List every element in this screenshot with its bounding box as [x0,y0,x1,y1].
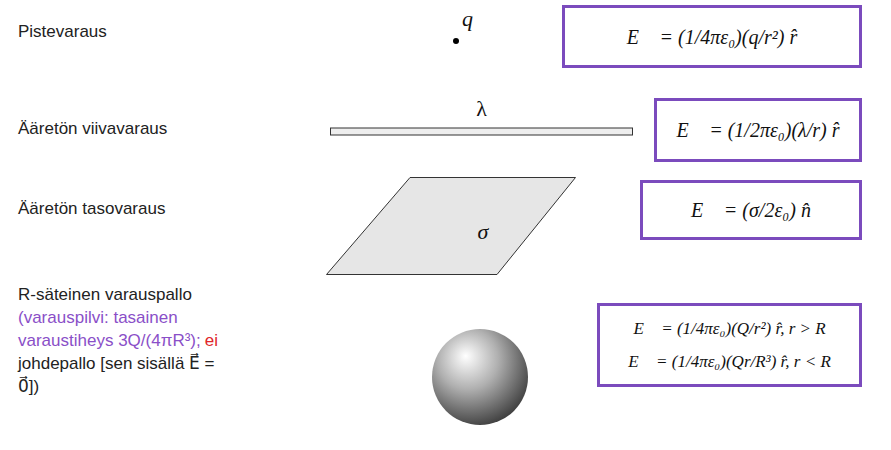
formula-box: E⃗ = (1/2πε₀)(λ/r) r̂ [654,98,862,162]
formula-box: E⃗ = (σ/2ε₀) n̂ [640,180,862,240]
charge-symbol: q [462,6,473,32]
rod-body [331,128,633,135]
charge-symbol: σ [478,219,489,245]
cloud-note: (varauspilvi: tasainen varaustiheys 3Q/(… [18,308,201,350]
field-formula: E⃗ = (1/4πε₀)(q/r²) r̂ [627,24,797,50]
row-label: Pistevaraus [18,22,107,42]
point-charge-dot [453,38,459,44]
field-formula: E⃗ = (1/4πε₀)(Q/r²) r̂, r > R [633,317,825,340]
row-label: R-säteinen varauspallo [18,285,192,304]
field-formula: E⃗ = (σ/2ε₀) n̂ [691,197,811,223]
field-formula: E⃗ = (1/2πε₀)(λ/r) r̂ [676,117,839,143]
sphere-description: R-säteinen varauspallo (varauspilvi: tas… [18,283,240,398]
warning-word: ei [205,331,218,350]
conductor-note: johdepallo [sen sisällä E⃗ = 0⃗]) [18,354,214,396]
formula-box: E⃗ = (1/4πε₀)(q/r²) r̂ [562,5,862,68]
plane-shape [325,176,577,276]
row-label: Ääretön tasovaraus [18,199,165,219]
line-charge: λ [330,96,633,138]
formula-box: E⃗ = (1/4πε₀)(Q/r²) r̂, r > R E⃗ = (1/4πε… [597,303,862,387]
plane-charge: σ [325,176,577,276]
row-label: Ääretön viivavaraus [18,119,167,139]
plane-body [327,178,576,275]
field-formula: E⃗ = (1/4πε₀)(Qr/R³) r̂, r < R [628,350,831,373]
charged-sphere [432,329,528,425]
charge-symbol: λ [476,96,487,122]
